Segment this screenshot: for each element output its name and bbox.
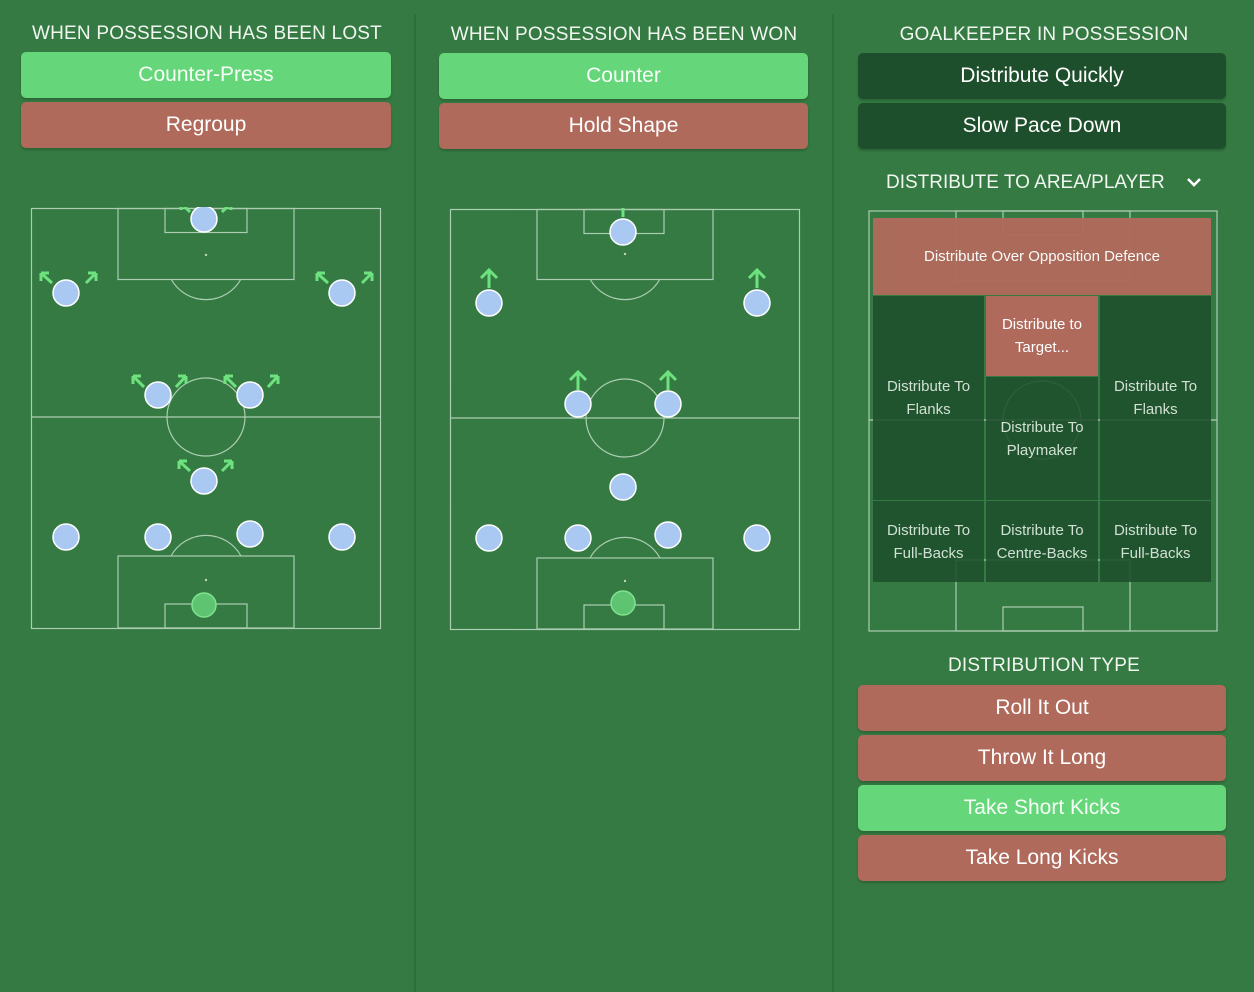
zone-flanks-left[interactable]: Distribute To Flanks (873, 296, 984, 500)
distribution-type-title: DISTRIBUTION TYPE (947, 655, 1141, 676)
goalkeeper-title: GOALKEEPER IN POSSESSION (899, 24, 1189, 45)
player-gk[interactable] (610, 590, 636, 616)
zone-full-backs-left[interactable]: Distribute To Full-Backs (873, 501, 984, 582)
distribute-area-title: DISTRIBUTE TO AREA/PLAYER (885, 172, 1165, 194)
hold-shape-button[interactable]: Hold Shape (439, 103, 808, 149)
distribution-pitch: Distribute Over Opposition Defence Distr… (868, 210, 1218, 632)
player-dcl[interactable] (564, 524, 592, 552)
distribute-quickly-button[interactable]: Distribute Quickly (858, 53, 1226, 99)
player-dcr[interactable] (654, 521, 682, 549)
possession-lost-column: WHEN POSSESSION HAS BEEN LOST Counter-Pr… (0, 0, 414, 992)
goalkeeper-column: GOALKEEPER IN POSSESSION Distribute Quic… (834, 0, 1254, 992)
column-divider (832, 14, 834, 992)
counter-press-button[interactable]: Counter-Press (21, 52, 391, 98)
chevron-down-icon[interactable] (1186, 172, 1202, 194)
zone-playmaker[interactable]: Distribute To Playmaker (986, 377, 1098, 500)
player-aml[interactable] (39, 271, 98, 307)
player-dcr[interactable] (236, 520, 264, 548)
player-mcl[interactable] (564, 369, 592, 418)
player-dm[interactable] (609, 473, 637, 501)
zone-target[interactable]: Distribute to Target... (986, 296, 1098, 376)
throw-it-long-button[interactable]: Throw It Long (858, 735, 1226, 781)
player-mcr[interactable] (654, 369, 682, 418)
slow-pace-down-button[interactable]: Slow Pace Down (858, 103, 1226, 149)
player-mcl[interactable] (131, 374, 188, 409)
distribute-area-dropdown[interactable]: DISTRIBUTE TO AREA/PLAYER (834, 172, 1254, 194)
player-amr[interactable] (315, 271, 374, 307)
regroup-button[interactable]: Regroup (21, 102, 391, 148)
possession-won-title: WHEN POSSESSION HAS BEEN WON (450, 24, 798, 45)
pitch-lost (30, 207, 382, 631)
zone-full-backs-right[interactable]: Distribute To Full-Backs (1100, 501, 1211, 582)
player-aml[interactable] (475, 267, 503, 317)
player-lb[interactable] (52, 523, 80, 551)
player-mcr[interactable] (223, 374, 280, 409)
take-long-kicks-button[interactable]: Take Long Kicks (858, 835, 1226, 881)
player-dcl[interactable] (144, 523, 172, 551)
zone-flanks-right[interactable]: Distribute To Flanks (1100, 296, 1211, 500)
player-st[interactable] (179, 207, 233, 233)
pitch-won (449, 208, 801, 632)
take-short-kicks-button[interactable]: Take Short Kicks (858, 785, 1226, 831)
player-lb[interactable] (475, 524, 503, 552)
player-st[interactable] (609, 208, 637, 246)
zone-over-opposition-defence[interactable]: Distribute Over Opposition Defence (873, 218, 1211, 295)
player-gk[interactable] (191, 592, 217, 618)
player-rb[interactable] (328, 523, 356, 551)
player-rb[interactable] (743, 524, 771, 552)
counter-button[interactable]: Counter (439, 53, 808, 99)
possession-won-column: WHEN POSSESSION HAS BEEN WON Counter Hol… (416, 0, 832, 992)
zone-centre-backs[interactable]: Distribute To Centre-Backs (986, 501, 1098, 582)
possession-lost-title: WHEN POSSESSION HAS BEEN LOST (32, 23, 382, 44)
player-dm[interactable] (177, 459, 234, 495)
column-divider (414, 14, 416, 992)
player-amr[interactable] (743, 267, 771, 317)
roll-it-out-button[interactable]: Roll It Out (858, 685, 1226, 731)
